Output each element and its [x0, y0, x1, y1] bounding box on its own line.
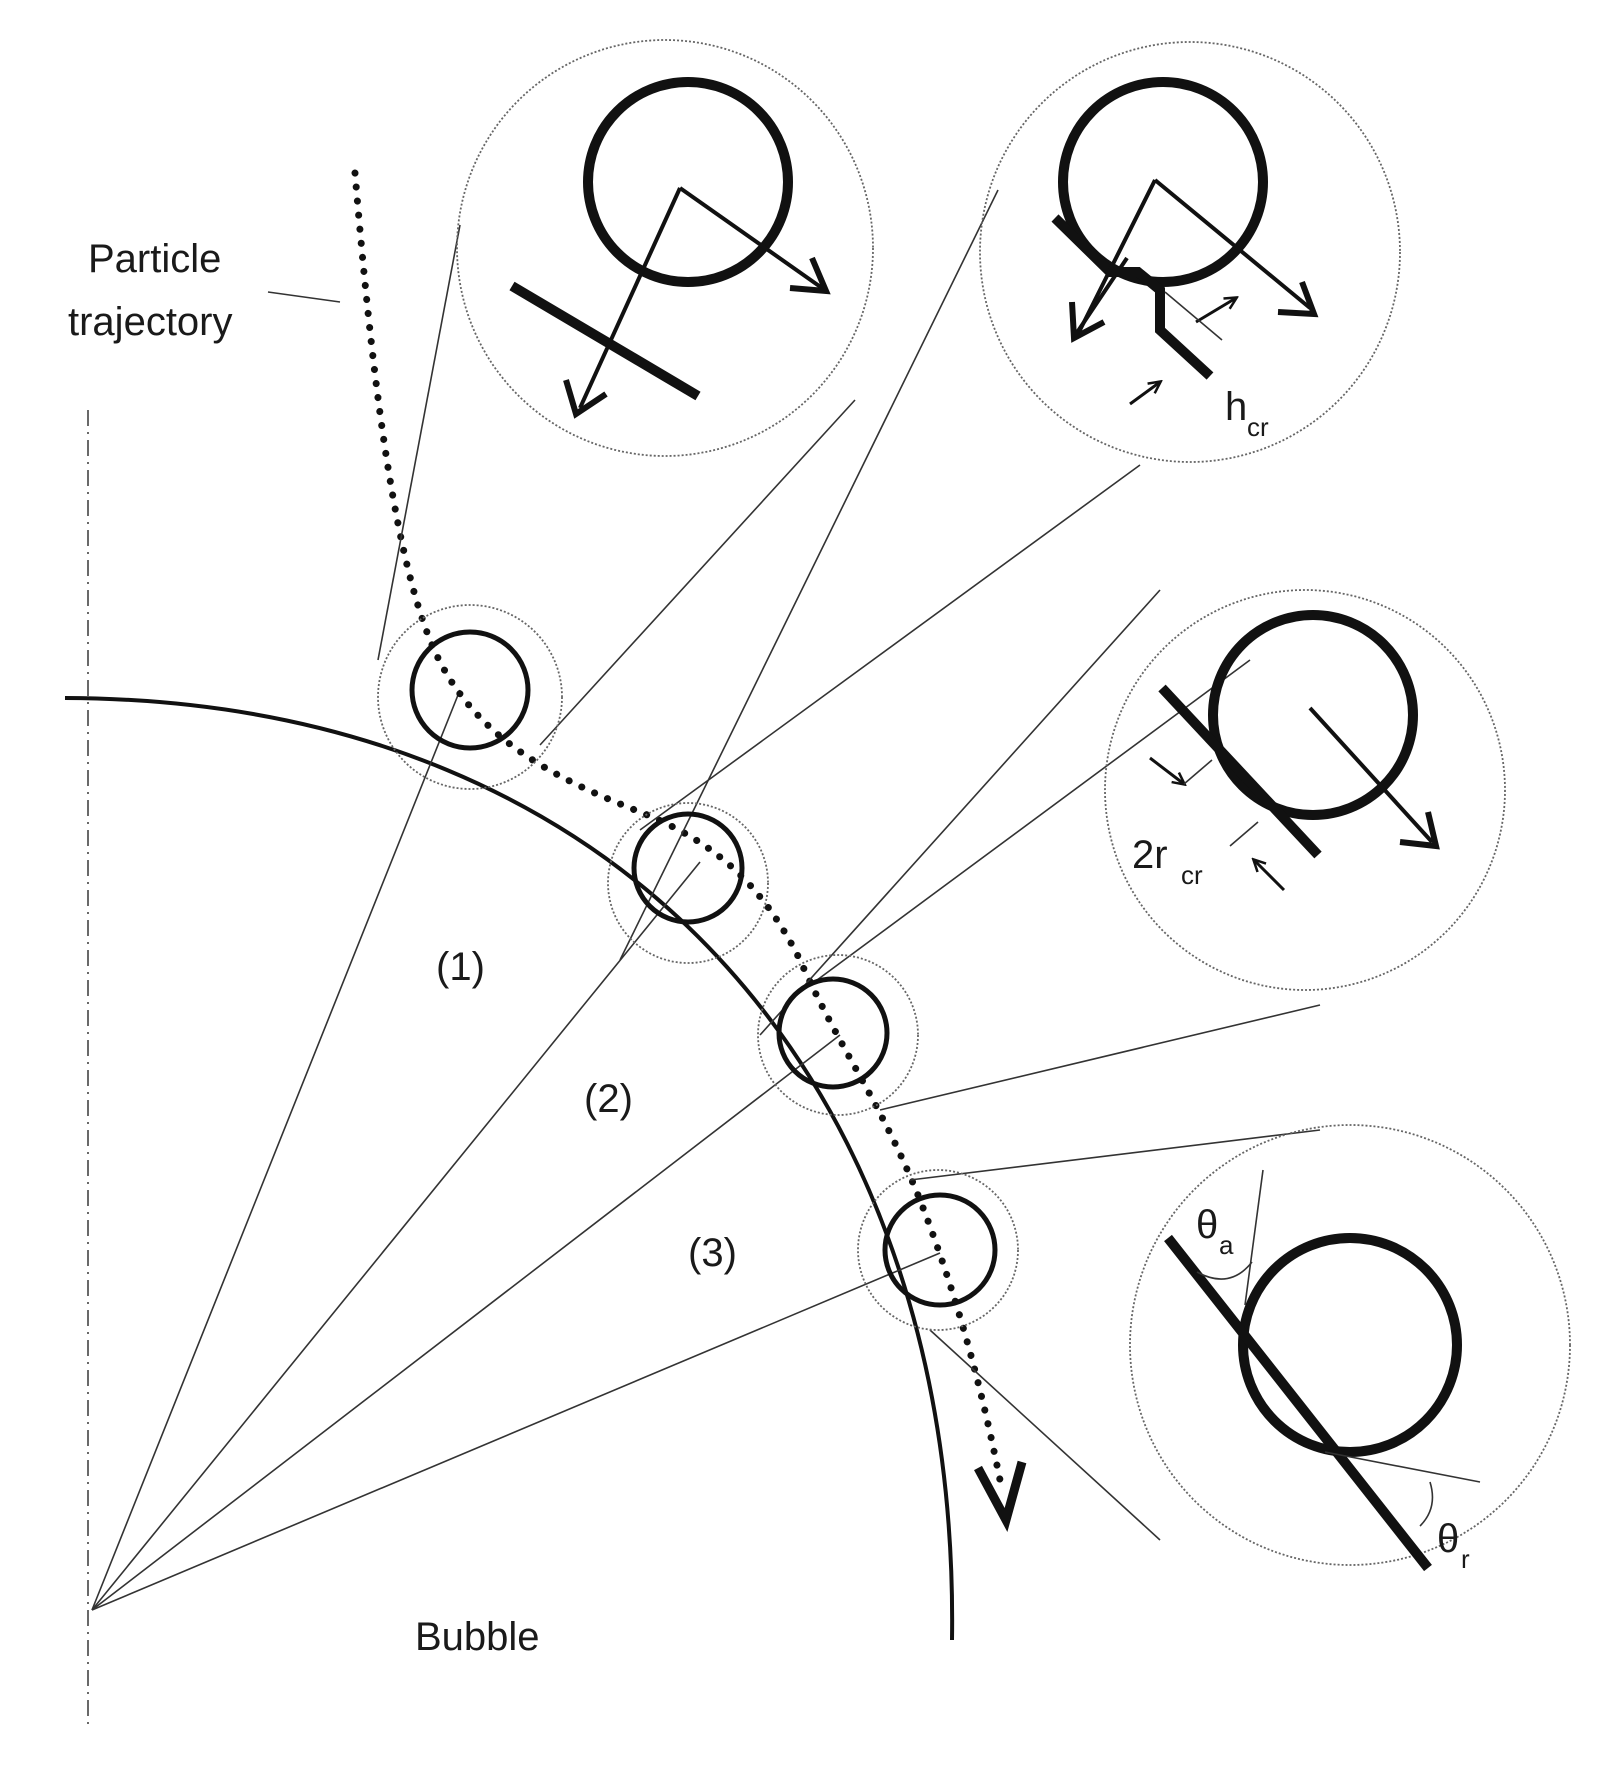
particle-position-4	[857, 1169, 1019, 1331]
h-cr-label: h	[1225, 385, 1247, 429]
bubble-label: Bubble	[415, 1615, 540, 1659]
zoom-2-film-thinning: h cr	[979, 41, 1401, 463]
theta-a-subscript: a	[1219, 1230, 1234, 1260]
particle-position-2	[607, 802, 769, 964]
theta-a-label: θ	[1196, 1203, 1218, 1247]
particle-trajectory-leader	[267, 291, 341, 303]
theta-r-label: θ	[1437, 1517, 1459, 1561]
sector-label-1: (1)	[436, 945, 485, 989]
h-cr-subscript: cr	[1247, 412, 1269, 442]
zoom-3-tpc-formation: 2r cr	[1104, 589, 1506, 991]
particle-position-1	[377, 604, 563, 790]
trajectory-arrowhead	[974, 1460, 1027, 1533]
radial-lines	[91, 689, 941, 1611]
zoom-connectors	[377, 189, 1321, 1541]
bubble-surface	[64, 696, 955, 1641]
particle-trajectory-label-line1: Particle	[88, 237, 221, 281]
two-r-cr-label: 2r	[1132, 833, 1168, 877]
particle-trajectory-label-line2: trajectory	[68, 300, 233, 344]
zoom-1-collision	[456, 39, 874, 457]
theta-r-subscript: r	[1461, 1544, 1470, 1574]
particle-position-3	[757, 954, 919, 1116]
sector-label-2: (2)	[584, 1077, 633, 1121]
sector-label-3: (3)	[688, 1231, 737, 1275]
two-r-cr-subscript: cr	[1181, 860, 1203, 890]
zoom-4-contact-angles: θ a θ r	[1129, 1124, 1571, 1574]
